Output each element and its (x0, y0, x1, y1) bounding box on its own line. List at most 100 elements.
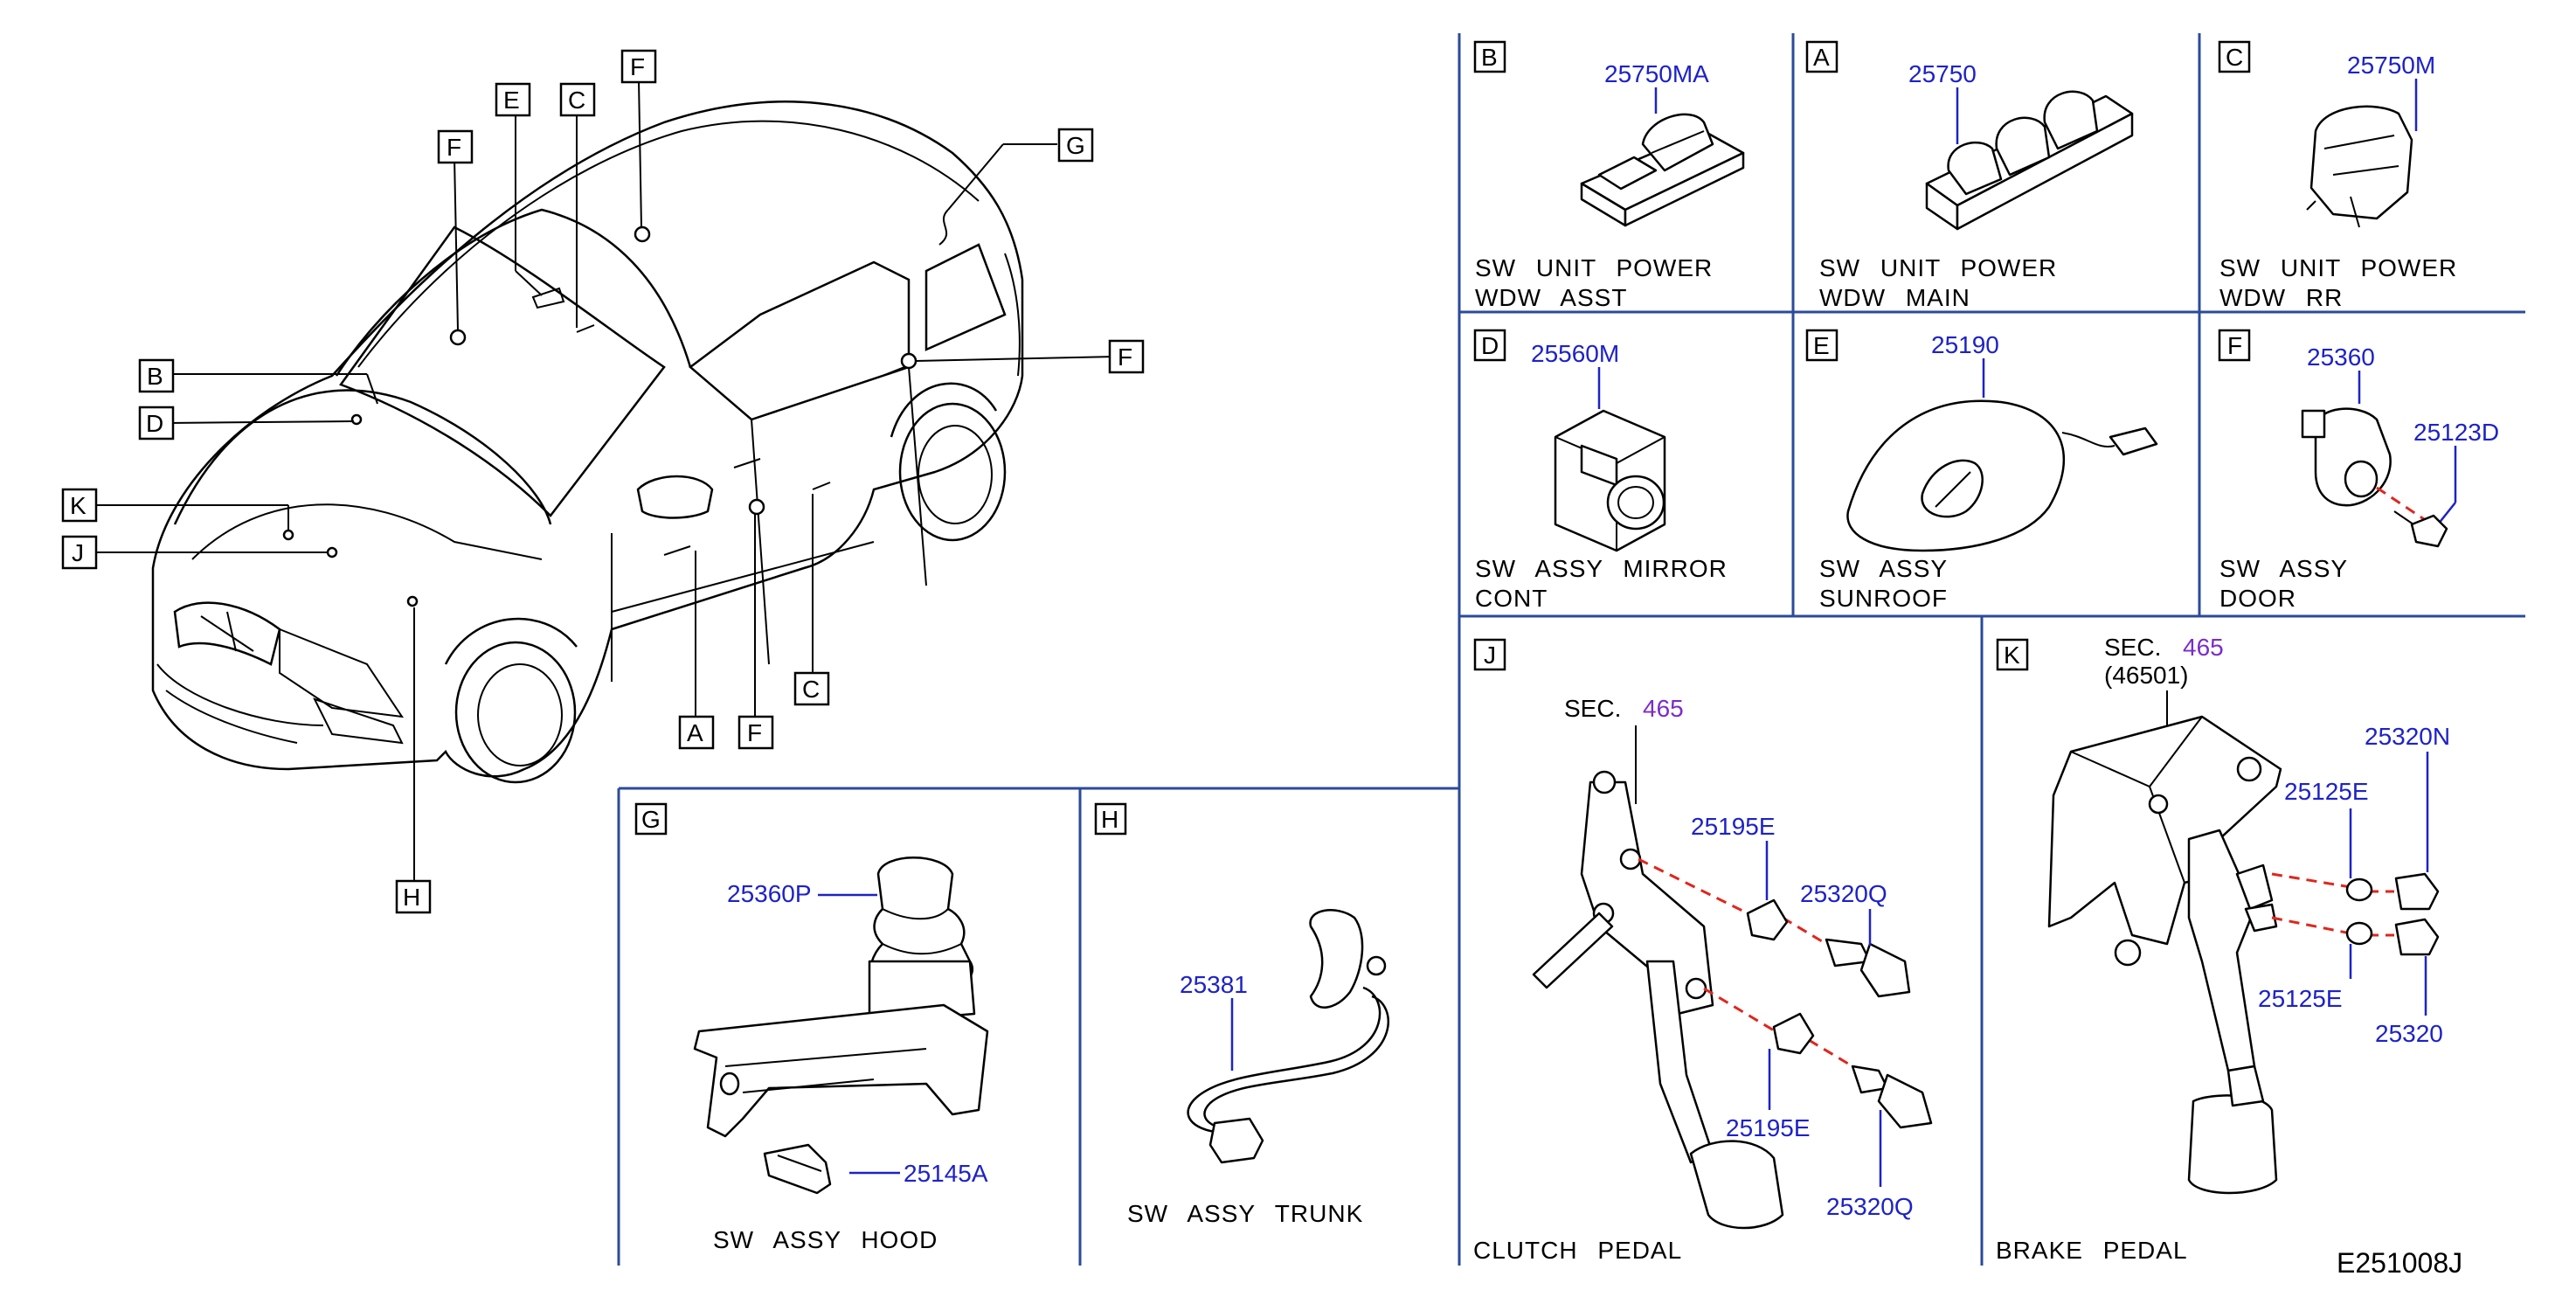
panel-a: A 25750 SW UNIT POWER WDW MAIN (1805, 40, 2134, 311)
vehicle-callouts: E C F F G B D F K J A F C H (61, 49, 1145, 914)
svg-text:SW UNIT POWER: SW UNIT POWER (1475, 254, 1713, 281)
svg-text:25320Q: 25320Q (1800, 880, 1887, 907)
panel-e: E 25190 SW ASSY SUNROOF (1805, 329, 2158, 612)
svg-text:K: K (2004, 642, 2021, 669)
svg-text:J: J (72, 539, 85, 566)
svg-text:B: B (1481, 44, 1499, 71)
svg-text:F: F (1118, 343, 1133, 371)
svg-text:SW ASSY: SW ASSY (1819, 555, 1948, 582)
diagram-code: E251008J (2337, 1247, 2462, 1279)
svg-text:25190: 25190 (1931, 331, 1999, 358)
sunroof-switch (1846, 399, 2158, 552)
callout-d: D (138, 406, 175, 440)
window-switch-main (1925, 90, 2134, 231)
svg-text:H: H (1101, 806, 1119, 833)
callout-j: J (61, 535, 98, 570)
callout-f: F (437, 129, 474, 164)
svg-text:SW ASSY TRUNK: SW ASSY TRUNK (1127, 1200, 1363, 1227)
panel-frames (617, 33, 2525, 1266)
svg-text:D: D (146, 410, 164, 437)
callout-b: B (138, 358, 175, 393)
brake-pedal (2047, 715, 2440, 1195)
svg-text:25750: 25750 (1908, 60, 1977, 87)
callout-c: C (793, 671, 830, 706)
window-switch-asst (1580, 113, 1745, 227)
svg-text:BRAKE PEDAL: BRAKE PEDAL (1996, 1237, 2188, 1264)
svg-text:DOOR: DOOR (2219, 585, 2296, 612)
hood-switch (693, 857, 989, 1195)
svg-text:WDW MAIN: WDW MAIN (1819, 284, 1970, 311)
svg-text:25195E: 25195E (1691, 813, 1776, 840)
svg-text:WDW ASST: WDW ASST (1475, 284, 1627, 311)
svg-text:25195E: 25195E (1726, 1114, 1811, 1141)
svg-text:SW UNIT POWER: SW UNIT POWER (2219, 254, 2457, 281)
clutch-pedal (1532, 770, 1933, 1230)
svg-text:465: 465 (1643, 695, 1684, 722)
svg-text:(46501): (46501) (2104, 662, 2189, 689)
svg-text:E: E (1813, 332, 1831, 359)
svg-text:25123D: 25123D (2413, 419, 2499, 446)
callout-f: F (1108, 339, 1145, 374)
svg-text:25560M: 25560M (1531, 340, 1619, 367)
svg-text:G: G (1066, 132, 1086, 159)
svg-text:25125E: 25125E (2284, 778, 2369, 805)
svg-text:G: G (641, 806, 661, 833)
svg-text:F: F (630, 53, 646, 80)
callout-h: G (1057, 128, 1094, 163)
svg-text:C: C (2226, 44, 2244, 71)
trunk-switch (1187, 909, 1389, 1164)
panel-j: J SEC. 465 25195E 25320Q 2519 (1473, 638, 1933, 1264)
svg-text:F: F (447, 134, 462, 161)
panel-c: C 25750M SW UNIT POWER WDW RR (2218, 40, 2457, 311)
svg-text:25750MA: 25750MA (1604, 60, 1709, 87)
svg-text:25125E: 25125E (2258, 985, 2343, 1012)
svg-text:25320N: 25320N (2365, 723, 2450, 750)
panel-b: B 25750MA SW UNIT POWER WDW ASST (1473, 40, 1745, 311)
callout-g: H (395, 879, 432, 914)
svg-text:F: F (747, 719, 763, 746)
panel-f: F 25360 25123D SW ASSY DOOR (2218, 329, 2499, 612)
svg-text:SW ASSY HOOD: SW ASSY HOOD (713, 1226, 938, 1253)
svg-text:H: H (403, 884, 421, 911)
svg-text:25381: 25381 (1180, 971, 1248, 998)
callout-a: A (678, 715, 715, 750)
svg-text:D: D (1481, 332, 1499, 359)
svg-text:E: E (503, 87, 521, 114)
panel-h: H 25381 SW ASSY TRUNK (1094, 802, 1389, 1227)
panel-g: G 25360P 25145A SW ASSY HOOD (634, 802, 989, 1253)
svg-text:A: A (687, 719, 704, 746)
callout-f: F (620, 49, 657, 84)
svg-text:SEC.: SEC. (2104, 634, 2161, 661)
svg-text:25320Q: 25320Q (1826, 1193, 1914, 1220)
svg-text:25360: 25360 (2307, 343, 2375, 371)
svg-text:SUNROOF: SUNROOF (1819, 585, 1948, 612)
callout-c: C (559, 82, 596, 117)
svg-text:SW ASSY MIRROR: SW ASSY MIRROR (1475, 555, 1728, 582)
window-switch-rr (2306, 105, 2413, 228)
vehicle-leader-lines (93, 80, 1118, 881)
svg-text:SW ASSY: SW ASSY (2219, 555, 2348, 582)
svg-text:25320: 25320 (2375, 1020, 2443, 1047)
svg-text:J: J (1484, 642, 1497, 669)
svg-text:SEC.: SEC. (1564, 695, 1621, 722)
svg-text:CONT: CONT (1475, 585, 1548, 612)
svg-text:25145A: 25145A (904, 1160, 988, 1187)
callout-f: F (737, 715, 774, 750)
callout-e: E (495, 82, 531, 117)
svg-text:WDW RR: WDW RR (2219, 284, 2343, 311)
svg-text:25750M: 25750M (2347, 52, 2435, 79)
svg-text:K: K (70, 492, 87, 519)
svg-text:465: 465 (2183, 634, 2224, 661)
svg-text:CLUTCH PEDAL: CLUTCH PEDAL (1473, 1237, 1682, 1264)
svg-text:SW UNIT POWER: SW UNIT POWER (1819, 254, 2057, 281)
svg-text:F: F (2227, 332, 2243, 359)
svg-text:C: C (802, 676, 821, 703)
door-switch (2301, 407, 2448, 548)
svg-text:A: A (1813, 44, 1831, 71)
mirror-control-switch (1554, 409, 1666, 552)
vehicle-illustration (151, 101, 1024, 784)
svg-text:C: C (568, 87, 586, 114)
svg-text:B: B (147, 363, 164, 390)
panel-k: K SEC. 465 (46501) 25320N 2 (1996, 634, 2450, 1264)
